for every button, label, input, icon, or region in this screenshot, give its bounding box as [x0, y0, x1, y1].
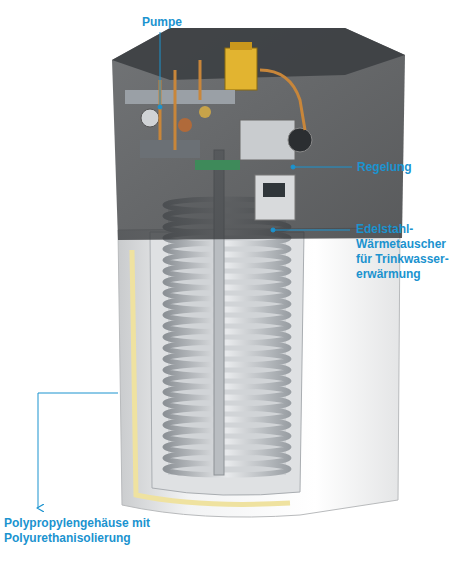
part-label: Pumpe — [142, 15, 222, 30]
leader-lines — [38, 32, 352, 508]
part-label: Polypropylengehäuse mit Polyurethanisoli… — [4, 516, 204, 546]
hood-components — [125, 42, 312, 220]
part-label: Regelung — [357, 160, 452, 175]
part-label: Edelstahl- Wärmetauscher für Trinkwasser… — [356, 222, 456, 282]
hood-top — [112, 28, 405, 80]
control-hood — [112, 28, 405, 240]
